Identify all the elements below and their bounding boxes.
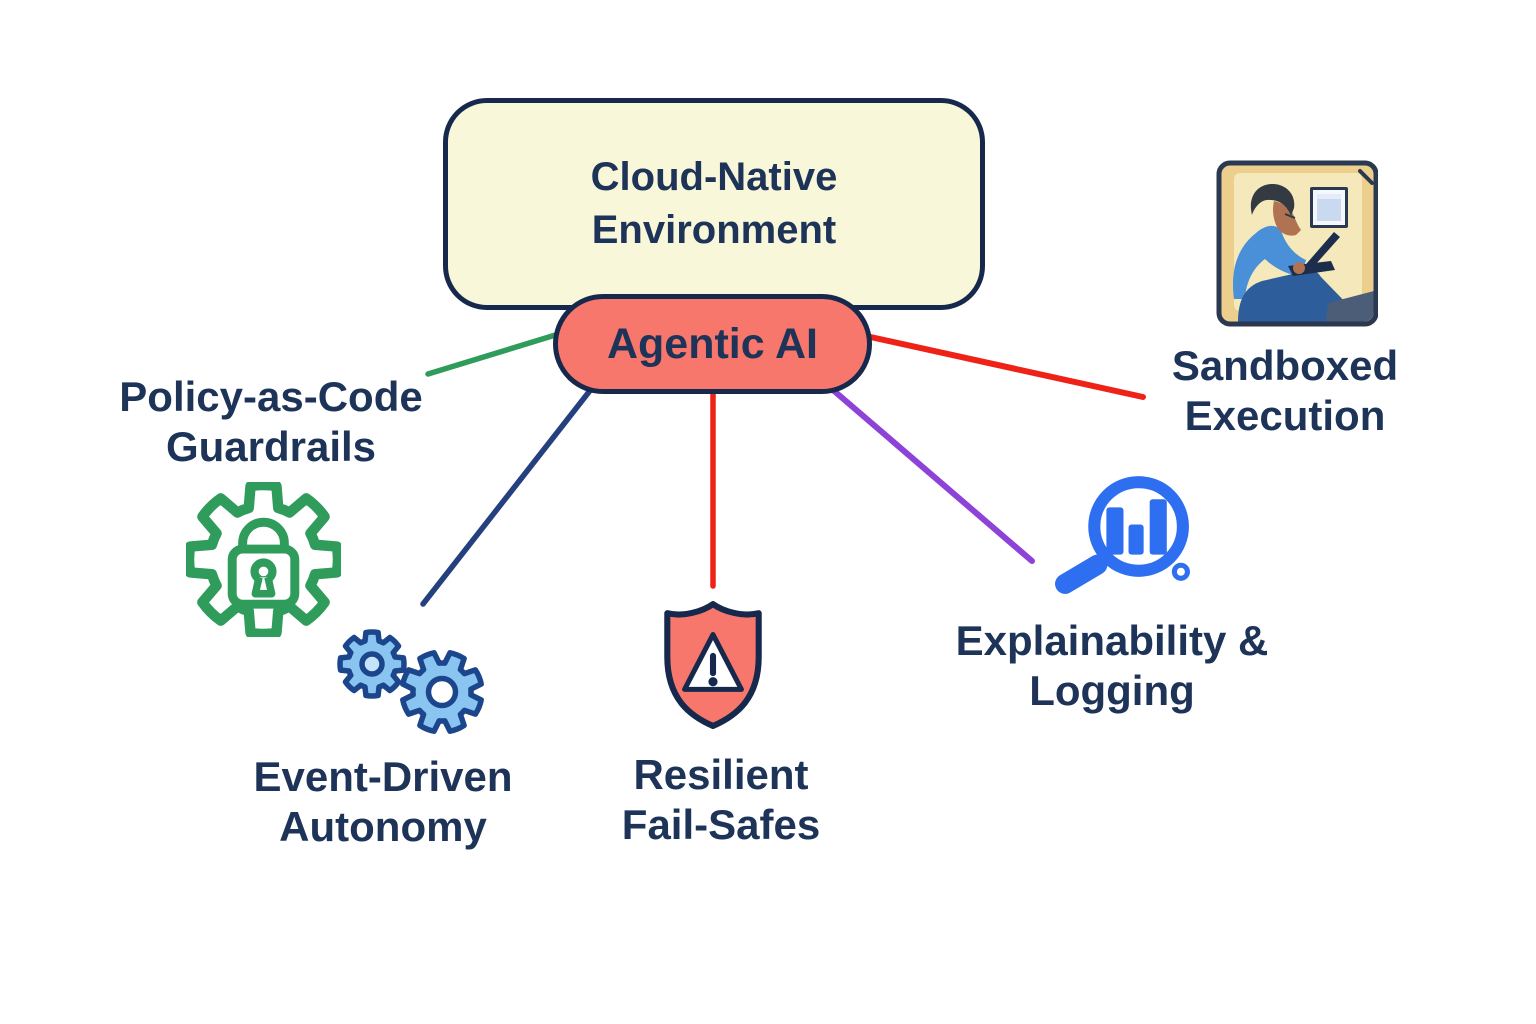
corner-fold (1358, 169, 1374, 185)
sandboxed-execution-label: Sandboxed Execution (1171, 342, 1399, 439)
window-pane-highlight (1317, 194, 1341, 199)
node-cloud-native-environment: Cloud-Native Environment (443, 98, 985, 310)
person-sweater (1232, 225, 1306, 299)
exclamation-dot (708, 677, 718, 687)
connector-core-sandbox (863, 333, 1146, 400)
shield-warning-icon (664, 601, 762, 729)
policy-as-code-guardrails-label: Policy-as-Code Guardrails (119, 373, 423, 470)
lock-shackle (238, 517, 289, 551)
magnifier-handle (1055, 554, 1108, 594)
magnifier-chart-icon (1055, 476, 1190, 594)
sparkle-ring (1171, 562, 1190, 581)
node-agentic-ai: Agentic AI (553, 294, 872, 394)
explainability-logging-label: Explainability & Logging (955, 617, 1269, 714)
person-glasses (1284, 213, 1296, 219)
event-driven-autonomy-label: Event-Driven Autonomy (253, 753, 513, 850)
person-legs (1238, 270, 1352, 322)
resilient-fail-safes-label: Resilient Fail-Safes (621, 751, 821, 848)
bar-short (1128, 524, 1144, 555)
sandbox-border (1216, 160, 1378, 327)
person-hand (1293, 262, 1305, 274)
connector-core-policy (425, 330, 565, 377)
laptop-screen (1301, 232, 1340, 274)
bar-tall (1149, 499, 1167, 555)
floor-wedge (1326, 291, 1374, 322)
agentic-ai-label: Agentic AI (606, 319, 819, 368)
gear-large-hub (425, 675, 459, 709)
cloud-native-environment-label: Cloud-Native Environment (590, 155, 838, 252)
person-laptop-illustration (1216, 160, 1378, 327)
keyhole-stem (251, 576, 276, 598)
gear-lock-icon (186, 482, 341, 637)
connector-core-explain (830, 387, 1035, 564)
bar-chart-bars (1106, 499, 1167, 555)
person-face (1273, 201, 1301, 236)
connector-core-event (420, 385, 595, 607)
window (1310, 187, 1348, 228)
person-hair (1250, 183, 1295, 216)
bar-medium (1106, 507, 1124, 555)
gears-icon (337, 629, 484, 734)
gear-small-hub (359, 651, 385, 677)
